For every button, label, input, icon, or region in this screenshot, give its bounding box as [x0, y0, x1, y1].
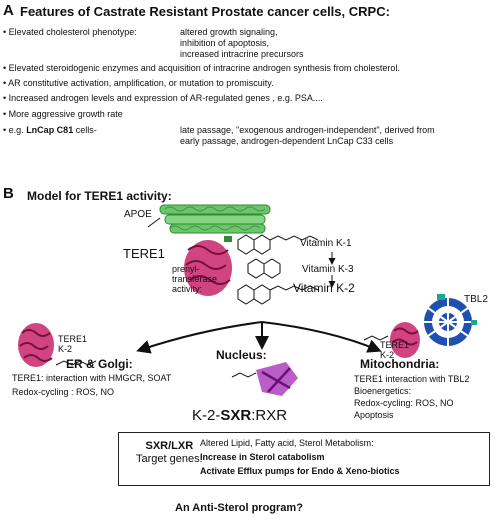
tbl2-label: TBL2: [464, 294, 488, 305]
bullet-mark: •: [3, 109, 7, 119]
vitamin-k3-molecule-icon: [247, 258, 281, 279]
ligand-name: K-2: [380, 350, 395, 360]
detail-line: late passage, "exogenous androgen-indepe…: [180, 125, 435, 135]
detail-line: increased intracrine precursors: [180, 49, 304, 59]
bullet-mark: •: [3, 27, 7, 37]
target-genes-box: [118, 432, 490, 486]
section-b-letter: B: [3, 185, 14, 202]
bullet-3: • AR constitutive activation, amplificat…: [3, 78, 274, 89]
protein-name: TERE1: [58, 334, 88, 344]
er-line: TERE1: interaction with HMGCR, SOAT: [12, 373, 172, 383]
protein-name: TERE1: [380, 340, 410, 350]
tere1-label: TERE1: [123, 246, 165, 261]
bullet-6-prefix: e.g.: [8, 125, 27, 135]
vitamin-k3-label: Vitamin K-3: [302, 264, 354, 275]
tbl2-structure-icon: [424, 294, 477, 346]
bullet-6-cell: LnCap C81: [26, 125, 74, 135]
bullet-4: • Increased androgen levels and expressi…: [3, 93, 323, 104]
vitamin-k2-molecule-icon: [237, 284, 319, 305]
apoe-label: APOE: [124, 209, 152, 220]
bullet-1-label: Elevated cholesterol phenotype:: [8, 27, 137, 37]
left-protein-label: TERE1 K-2: [58, 334, 87, 354]
mito-line: Bioenergetics:: [354, 386, 412, 396]
box-line-bold: Activate Efflux pumps for Endo & Xeno-bi…: [200, 466, 400, 476]
bullet-6-details: late passage, "exogenous androgen-indepe…: [180, 125, 435, 147]
bullet-mark: •: [3, 63, 7, 73]
bullet-6: • e.g. LnCap C81 cells-: [3, 125, 97, 136]
er-golgi-lines: TERE1: interaction with HMGCR, SOAT Redo…: [12, 373, 171, 398]
vitamin-k2-label: Vitamin K-2: [293, 281, 355, 295]
target-genes-lines: Altered Lipid, Fatty acid, Sterol Metabo…: [200, 436, 400, 478]
tere1-protein-icon: [184, 236, 232, 296]
apoe-structure-icon: [147, 204, 271, 234]
bullet-2-text: Elevated steroidogenic enzymes and acqui…: [8, 63, 400, 73]
target-genes-title: SXR/LXR Target genes:: [136, 440, 203, 466]
section-a-title: Features of Castrate Resistant Prostate …: [20, 4, 390, 19]
bullet-1: • Elevated cholesterol phenotype:: [3, 27, 137, 38]
sxr-structure-icon: [231, 362, 298, 396]
mitochondria-title: Mitochondria:: [360, 357, 440, 371]
box-line-bold: Increase in Sterol catabolism: [200, 452, 325, 462]
mito-line: TERE1 interaction with TBL2: [354, 374, 470, 384]
prenyl-line: prenyl-: [172, 264, 200, 274]
detail-line: early passage, androgen-dependent LnCap …: [180, 136, 394, 146]
box-title-line: SXR/LXR: [145, 440, 194, 452]
box-title-line: Target genes:: [136, 453, 203, 465]
er-line: Redox-cycling : ROS, NO: [12, 387, 115, 397]
sxr-rxr-complex: K-2-SXR:RXR: [192, 407, 287, 424]
bullet-mark: •: [3, 125, 7, 135]
nucleus-title: Nucleus:: [216, 348, 267, 362]
right-protein-label: TERE1 K-2: [380, 340, 409, 360]
prenyl-label: prenyl- transferase activity:: [172, 264, 217, 294]
mitochondria-lines: TERE1 interaction with TBL2 Bioenergetic…: [354, 373, 469, 421]
branch-arrows: [136, 321, 382, 354]
complex-suffix: :RXR: [251, 407, 288, 424]
bullet-3-text: AR constitutive activation, amplificatio…: [8, 78, 274, 88]
ligand-name: K-2: [58, 344, 73, 354]
section-b-title: Model for TERE1 activity:: [27, 189, 172, 203]
bullet-1-details: altered growth signaling, inhibition of …: [180, 27, 304, 60]
prenyl-line: transferase: [172, 274, 218, 284]
bullet-mark: •: [3, 93, 7, 103]
bullet-mark: •: [3, 78, 7, 88]
box-line: Altered Lipid, Fatty acid, Sterol Metabo…: [200, 438, 374, 448]
complex-sxr: SXR: [220, 407, 252, 424]
detail-line: inhibition of apoptosis,: [180, 38, 270, 48]
vitamin-k1-label: Vitamin K-1: [300, 238, 352, 249]
detail-line: altered growth signaling,: [180, 27, 278, 37]
mito-line: Redox-cycling: ROS, NO: [354, 398, 454, 408]
section-a-letter: A: [3, 2, 14, 19]
bullet-2: • Elevated steroidogenic enzymes and acq…: [3, 63, 400, 74]
bullet-6-suffix: cells-: [73, 125, 97, 135]
bullet-5: • More aggressive growth rate: [3, 109, 123, 120]
complex-prefix: K-2-: [192, 407, 221, 424]
prenyl-line: activity:: [172, 284, 203, 294]
vitamin-k1-molecule-icon: [237, 234, 319, 255]
left-tere1-protein-icon: [18, 323, 97, 367]
er-golgi-title: ER & Golgi:: [66, 357, 133, 371]
right-tere1-protein-icon: [363, 322, 420, 358]
bullet-4-text: Increased androgen levels and expression…: [8, 93, 323, 103]
mito-line: Apoptosis: [354, 410, 394, 420]
footer-question: An Anti-Sterol program?: [175, 502, 303, 514]
bullet-5-text: More aggressive growth rate: [8, 109, 123, 119]
